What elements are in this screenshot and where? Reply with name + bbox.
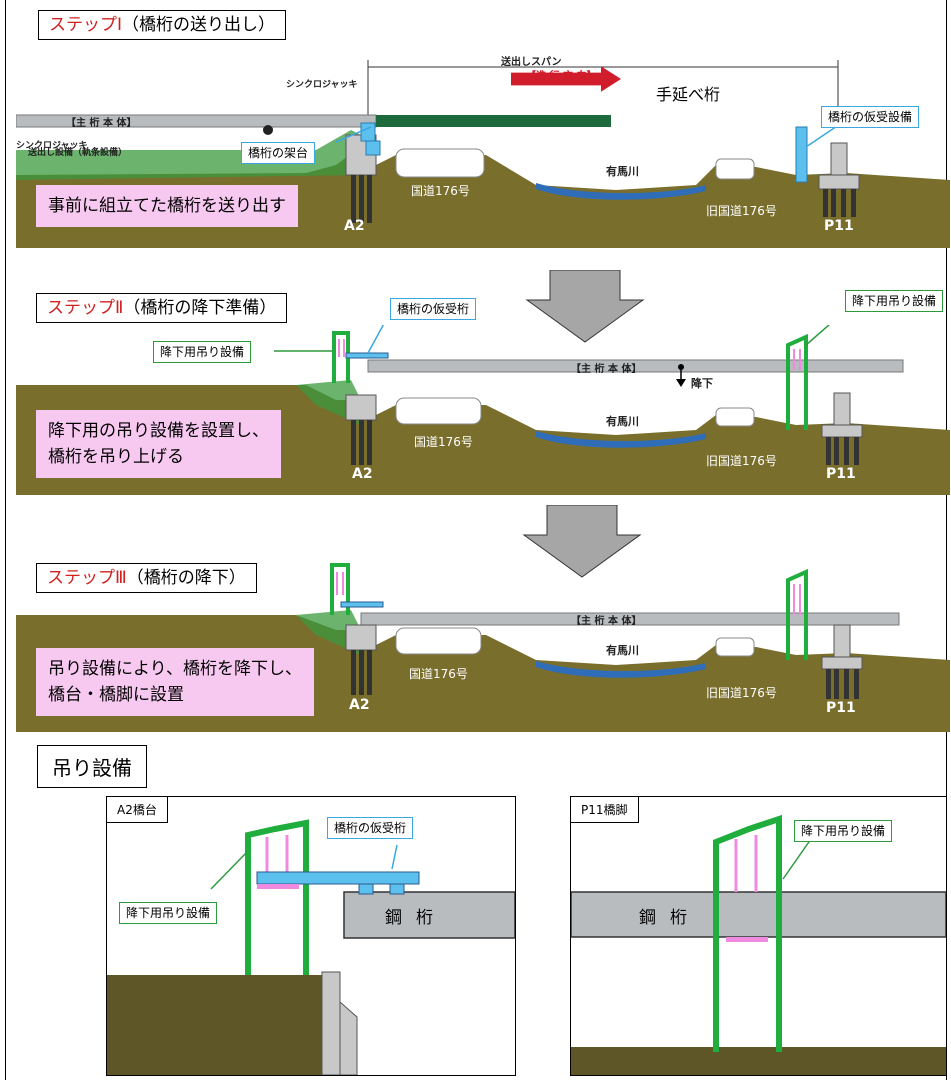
step3-a2-label: A2 <box>349 697 370 713</box>
step3-old-route-label: 旧国道176号 <box>706 686 777 700</box>
detail-section-title: 吊り設備 <box>37 745 147 788</box>
step3-p11-label: P11 <box>826 700 856 716</box>
route-label: 国道176号 <box>411 184 470 198</box>
step2-title-prefix: ステップⅡ <box>47 298 124 318</box>
old-route-label: 旧国道176号 <box>706 204 777 218</box>
river-label: 有馬川 <box>606 165 639 178</box>
step2-description: 降下用の吊り設備を設置し、 橋桁を吊り上げる <box>36 410 281 478</box>
step2-description-line2: 橋桁を吊り上げる <box>48 447 184 467</box>
step3-river-label: 有馬川 <box>606 644 639 657</box>
step2-main-girder-label: 【主 桁 本 体】 <box>571 364 642 375</box>
a2-detail-tag: A2橋台 <box>107 797 168 823</box>
step2-route-label: 国道176号 <box>414 435 473 449</box>
outer-frame <box>5 0 947 1080</box>
step1-title-prefix: ステップⅠ <box>49 15 123 35</box>
p11-detail-tag: P11橋脚 <box>571 797 639 823</box>
p11-hoist-callout: 降下用吊り設備 <box>794 820 893 842</box>
temp-support-callout: 橋桁の仮受設備 <box>821 106 920 128</box>
step3-title-prefix: ステップⅢ <box>47 568 127 588</box>
nose-girder-label: 手延べ桁 <box>656 85 721 104</box>
p11-detail-box: P11橋脚 降下用吊り設備 鋼桁 <box>570 796 947 1076</box>
step2-river-label: 有馬川 <box>606 415 639 428</box>
step3-title-suffix: （橋桁の降下） <box>126 568 246 588</box>
down-arrow-1 <box>525 270 645 343</box>
step2-p11-label: P11 <box>826 466 856 482</box>
step3-description-line1: 吊り設備により、橋桁を降下し、 <box>48 659 302 679</box>
step2-diagram: 【主 桁 本 体】 降下 降下用の吊り設備を設置し、 橋桁を吊り上げる 国道17… <box>16 325 950 495</box>
a2-label: A2 <box>344 218 365 234</box>
span-label: 送出しスパン <box>501 57 562 68</box>
step2-old-route-label: 旧国道176号 <box>706 454 777 468</box>
step2-title: ステップⅡ（橋桁の降下準備） <box>36 293 288 323</box>
step2-description-line1: 降下用の吊り設備を設置し、 <box>48 421 269 441</box>
step2-hoist-left-callout: 降下用吊り設備 <box>153 341 252 363</box>
a2-temp-girder-callout: 橋桁の仮受桁 <box>327 817 414 839</box>
step2-title-suffix: （橋桁の降下準備） <box>123 298 277 318</box>
step2-temp-girder-callout: 橋桁の仮受桁 <box>390 298 477 320</box>
step1-title: ステップⅠ（橋桁の送り出し） <box>38 10 287 40</box>
main-girder-label: 【主 桁 本 体】 <box>66 118 137 129</box>
a2-hoist-callout: 降下用吊り設備 <box>119 902 218 924</box>
a2-detail-box: A2橋台 橋桁の仮受桁 降下用吊り設備 鋼桁 <box>106 796 516 1076</box>
a2-steel-girder-label: 鋼桁 <box>385 908 447 928</box>
launch-equipment-label: 送出し設備（軌条設備） <box>28 148 128 158</box>
down-arrow-2 <box>522 505 642 578</box>
step1-title-suffix: （橋桁の送り出し） <box>122 15 276 35</box>
p11-label: P11 <box>824 218 854 234</box>
launch-stand-callout: 橋桁の架台 <box>241 142 316 164</box>
direction-label: 【進 行 方 向】 <box>526 71 597 82</box>
step3-description-line2: 橋台・橋脚に設置 <box>48 685 184 705</box>
step3-route-label: 国道176号 <box>409 667 468 681</box>
step3-title: ステップⅢ（橋桁の降下） <box>36 563 257 593</box>
step3-diagram: 【主 桁 本 体】 吊り設備により、橋桁を降下し、 橋台・橋脚に設置 国道176… <box>16 560 950 732</box>
step1-diagram: 送出しスパン 【進 行 方 向】 【主 桁 本 体】 シンクロジャッキ シンクロ… <box>16 55 950 248</box>
step2-hoist-right-callout: 降下用吊り設備 <box>845 290 944 312</box>
p11-steel-girder-label: 鋼桁 <box>639 908 701 928</box>
synchro-jack-label: シンクロジャッキ <box>286 80 358 90</box>
synchro-jack-label-2: シンクロジャッキ <box>16 141 88 151</box>
step1-description: 事前に組立てた橋桁を送り出す <box>36 185 298 227</box>
step3-main-girder-label: 【主 桁 本 体】 <box>571 616 642 627</box>
lower-label: 降下 <box>691 377 713 390</box>
step3-description: 吊り設備により、橋桁を降下し、 橋台・橋脚に設置 <box>36 648 314 716</box>
step2-a2-label: A2 <box>352 466 373 482</box>
